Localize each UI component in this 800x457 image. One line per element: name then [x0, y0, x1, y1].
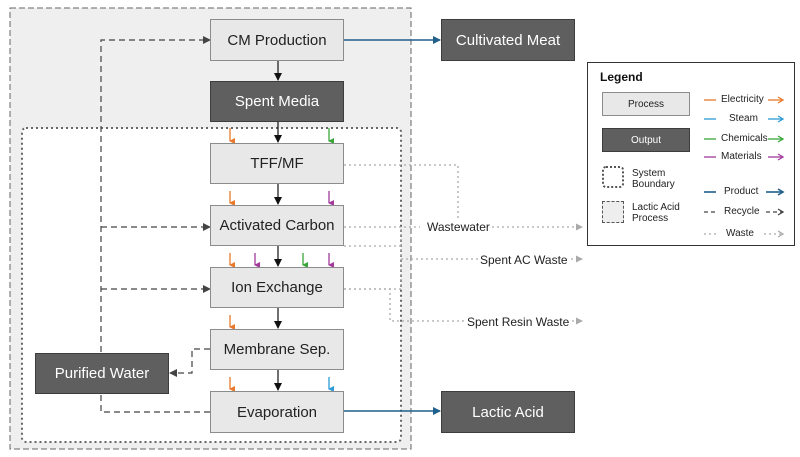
legend-recycle: Recycle [724, 206, 760, 217]
legend-line-samples [704, 96, 785, 238]
activated-carbon-node: Activated Carbon [210, 205, 344, 246]
recycle-lines [100, 36, 211, 413]
legend-chemicals: Chemicals [721, 133, 768, 144]
legend-steam: Steam [729, 113, 758, 124]
legend: Legend Process Output System Boundary La… [587, 62, 795, 246]
utility-arrows [229, 128, 334, 392]
cm-production-node: CM Production [210, 19, 344, 61]
lactic-acid-node: Lactic Acid [441, 391, 575, 433]
product-arrows [344, 36, 441, 415]
legend-lactic-acid-process-label: Lactic Acid Process [632, 202, 680, 224]
spent-ac-waste-label: Spent AC Waste [478, 253, 570, 267]
legend-process-box: Process [602, 92, 690, 116]
legend-lactic-acid-process-symbol [602, 201, 624, 223]
spent-media-node: Spent Media [210, 81, 344, 122]
evaporation-node: Evaporation [210, 391, 344, 433]
tff-mf-node: TFF/MF [210, 143, 344, 184]
purified-water-node: Purified Water [35, 353, 169, 394]
wastewater-label: Wastewater [425, 220, 492, 234]
legend-product: Product [724, 186, 759, 197]
legend-electricity: Electricity [721, 94, 764, 105]
legend-system-boundary-label: System Boundary [632, 168, 675, 190]
legend-materials: Materials [721, 151, 762, 162]
legend-output-box: Output [602, 128, 690, 152]
legend-waste: Waste [726, 228, 754, 239]
membrane-sep-node: Membrane Sep. [210, 329, 344, 370]
spent-resin-waste-label: Spent Resin Waste [465, 315, 572, 329]
ion-exchange-node: Ion Exchange [210, 267, 344, 308]
cultivated-meat-node: Cultivated Meat [441, 19, 575, 61]
legend-title: Legend [600, 70, 643, 84]
legend-system-boundary-symbol [602, 166, 624, 188]
